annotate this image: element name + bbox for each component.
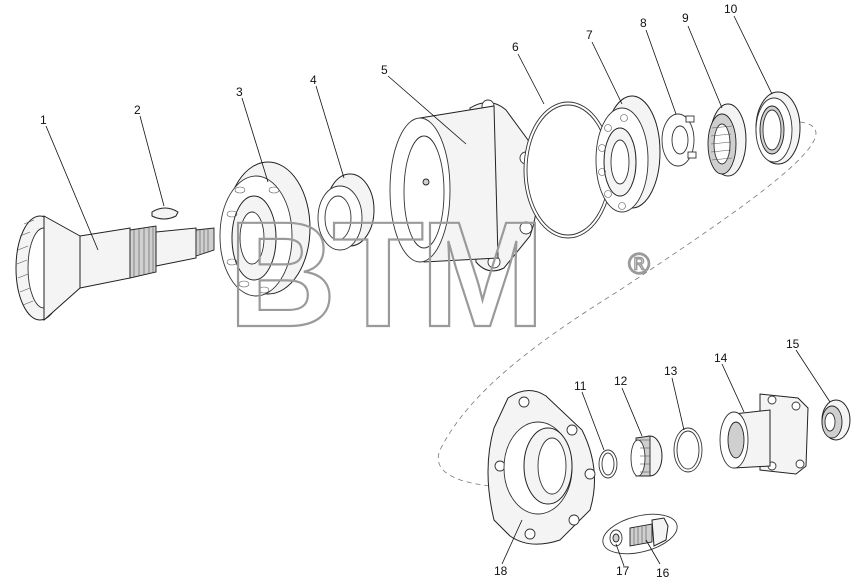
watermark-logo: BTM ® (227, 189, 651, 359)
part-10-seal (755, 91, 801, 165)
callout-16: 16 (656, 566, 670, 580)
callout-15: 15 (786, 337, 800, 351)
part-1-pinion-shaft (15, 215, 215, 322)
part-7-ball-bearing (595, 95, 661, 213)
callout-4: 4 (310, 73, 317, 87)
part-14-flanged-sleeve (719, 393, 809, 475)
callout-10: 10 (724, 2, 738, 16)
part-12-bushing (630, 435, 663, 477)
part-2-key (151, 207, 179, 220)
part-13-o-ring (673, 427, 703, 473)
part-15-cap-nut (821, 399, 851, 441)
watermark-registered-mark: ® (628, 248, 650, 281)
part-17-washer (609, 529, 623, 547)
callout-9: 9 (682, 11, 689, 25)
callout-14: 14 (714, 351, 728, 365)
callout-5: 5 (381, 63, 388, 77)
callout-1: 1 (40, 113, 47, 127)
watermark-text: BTM (228, 190, 541, 358)
callout-11: 11 (574, 379, 587, 393)
callout-8: 8 (640, 16, 647, 30)
callout-leaders (45, 15, 831, 567)
part-3-bearing (219, 161, 311, 297)
part-5-housing (389, 99, 538, 272)
part-4-spacer (317, 173, 375, 251)
part-6-o-ring (523, 101, 613, 239)
assembly-path-dashed (437, 121, 817, 489)
callout-13: 13 (664, 364, 678, 378)
part-8-tab-washer (661, 113, 697, 167)
part-9-lock-nut (707, 103, 747, 177)
callout-17: 17 (616, 564, 630, 578)
callout-numbers: 1 2 3 4 5 6 7 8 9 10 11 12 13 14 15 16 1… (40, 2, 800, 580)
callout-7: 7 (586, 28, 593, 42)
part-18-end-cover (487, 390, 596, 545)
callout-2: 2 (134, 103, 141, 117)
callout-3: 3 (236, 85, 243, 99)
callout-6: 6 (512, 40, 519, 54)
callout-18: 18 (494, 564, 508, 578)
part-11-small-o-ring (598, 449, 618, 479)
callout-12: 12 (614, 374, 628, 388)
